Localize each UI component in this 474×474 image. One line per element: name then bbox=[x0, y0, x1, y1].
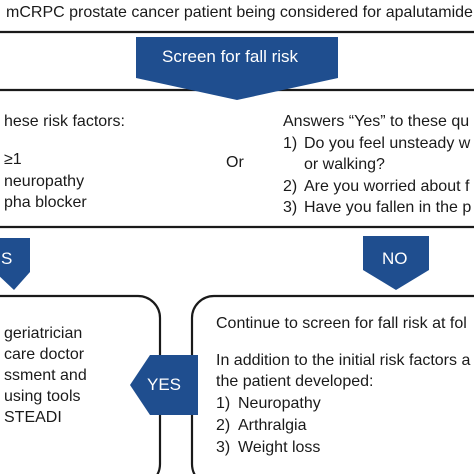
left-criteria-title: hese risk factors: bbox=[4, 113, 125, 130]
yes-right-label: YES bbox=[147, 375, 182, 394]
left-criteria-item-3: pha blocker bbox=[4, 194, 87, 211]
right-criteria-text-2: Are you worried about f bbox=[304, 178, 470, 195]
no-label: NO bbox=[382, 249, 408, 268]
yes-right-tag-shape bbox=[130, 355, 198, 415]
yes-left-label: S bbox=[1, 249, 13, 268]
right-criteria-text-1: Do you feel unsteady w bbox=[304, 135, 471, 152]
screen-tag-label: Screen for fall risk bbox=[162, 47, 299, 66]
top-box-text: mCRPC prostate cancer patient being cons… bbox=[6, 4, 473, 21]
right-box-intro-1: In addition to the initial risk factors … bbox=[216, 352, 471, 369]
left-criteria-item-2: neuropathy bbox=[4, 173, 85, 190]
right-criteria-text-1b: or walking? bbox=[304, 156, 385, 173]
right-box-intro-2: the patient developed: bbox=[216, 373, 374, 390]
right-box-item-1: Neuropathy bbox=[238, 395, 321, 412]
right-box-title: Continue to screen for fall risk at fol bbox=[216, 315, 467, 332]
right-criteria-num-3: 3) bbox=[283, 199, 298, 216]
left-box-line-4: using tools bbox=[4, 388, 81, 405]
right-box-num-1: 1) bbox=[216, 395, 231, 412]
top-box bbox=[0, 0, 474, 34]
right-criteria-num-2: 2) bbox=[283, 178, 298, 195]
right-criteria-text-3: Have you fallen in the p bbox=[304, 199, 472, 216]
left-box-line-2: care doctor bbox=[4, 346, 85, 363]
yes-left-tag-shape bbox=[0, 238, 30, 290]
right-criteria-num-1: 1) bbox=[283, 135, 298, 152]
right-box-item-3: Weight loss bbox=[238, 439, 321, 456]
right-box-item-2: Arthralgia bbox=[238, 417, 307, 434]
left-box-line-1: geriatrician bbox=[4, 325, 83, 342]
right-box-num-2: 2) bbox=[216, 417, 231, 434]
or-label: Or bbox=[226, 154, 244, 171]
right-criteria-title: Answers “Yes” to these qu bbox=[283, 113, 470, 130]
no-tag-shape bbox=[363, 236, 429, 290]
left-box-line-5: STEADI bbox=[4, 409, 62, 426]
screen-tag-shape bbox=[136, 37, 338, 100]
left-box-line-3: ssment and bbox=[4, 367, 87, 384]
left-criteria-item-1: ≥1 bbox=[4, 151, 22, 168]
right-box-num-3: 3) bbox=[216, 439, 231, 456]
